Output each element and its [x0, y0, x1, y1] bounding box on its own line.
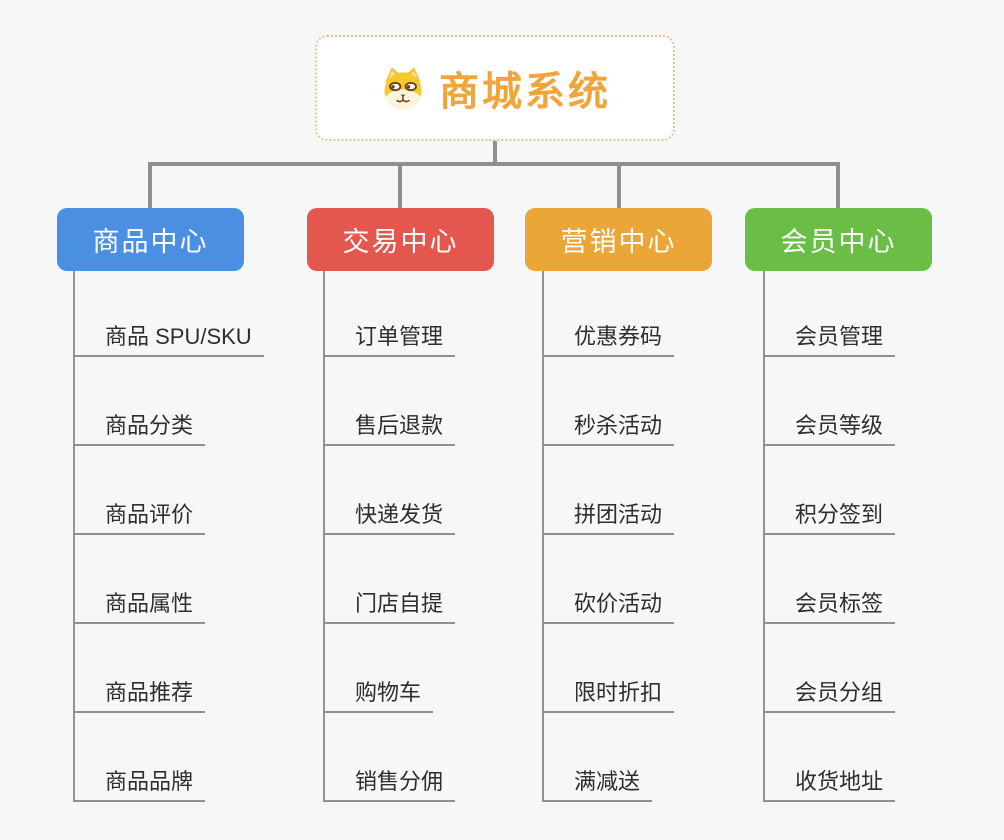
leaf-node[interactable]: 商品推荐: [73, 680, 206, 713]
child-trunk-line: [542, 271, 544, 802]
leaf-node[interactable]: 会员标签: [763, 591, 896, 624]
leaf-node[interactable]: 限时折扣: [542, 680, 675, 713]
child-trunk-line: [763, 271, 765, 802]
branch-node-member-center[interactable]: 会员中心: [745, 208, 932, 271]
leaf-node[interactable]: 收货地址: [763, 769, 896, 802]
leaf-node[interactable]: 商品分类: [73, 413, 206, 446]
branch-connector-bar: [148, 162, 840, 166]
leaf-node[interactable]: 快递发货: [323, 502, 456, 535]
leaf-node[interactable]: 订单管理: [323, 324, 456, 357]
root-node[interactable]: 商城系统: [315, 35, 675, 141]
child-trunk-line: [73, 271, 75, 802]
leaf-node[interactable]: 购物车: [323, 680, 434, 713]
leaf-node[interactable]: 会员管理: [763, 324, 896, 357]
leaf-node[interactable]: 优惠券码: [542, 324, 675, 357]
leaf-node[interactable]: 砍价活动: [542, 591, 675, 624]
leaf-node[interactable]: 会员等级: [763, 413, 896, 446]
leaf-node[interactable]: 售后退款: [323, 413, 456, 446]
branch-node-marketing-center[interactable]: 营销中心: [525, 208, 712, 271]
branch-node-product-center[interactable]: 商品中心: [57, 208, 244, 271]
leaf-node[interactable]: 积分签到: [763, 502, 896, 535]
leaf-node[interactable]: 拼团活动: [542, 502, 675, 535]
shiba-dog-icon: [384, 67, 422, 110]
leaf-node[interactable]: 商品评价: [73, 502, 206, 535]
leaf-node[interactable]: 会员分组: [763, 680, 896, 713]
leaf-node[interactable]: 商品品牌: [73, 769, 206, 802]
leaf-node[interactable]: 门店自提: [323, 591, 456, 624]
child-trunk-line: [323, 271, 325, 802]
branch-node-trade-center[interactable]: 交易中心: [307, 208, 494, 271]
leaf-node[interactable]: 销售分佣: [323, 769, 456, 802]
branch-connector-drop: [398, 166, 402, 208]
leaf-node[interactable]: 商品 SPU/SKU: [73, 324, 264, 357]
root-title: 商城系统: [439, 70, 611, 114]
leaf-node[interactable]: 商品属性: [73, 591, 206, 624]
root-connector-stub: [493, 141, 497, 166]
branch-connector-drop: [617, 166, 621, 208]
branch-connector-drop: [148, 166, 152, 208]
leaf-node[interactable]: 满减送: [542, 769, 653, 802]
branch-connector-drop: [836, 166, 840, 208]
leaf-node[interactable]: 秒杀活动: [542, 413, 675, 446]
